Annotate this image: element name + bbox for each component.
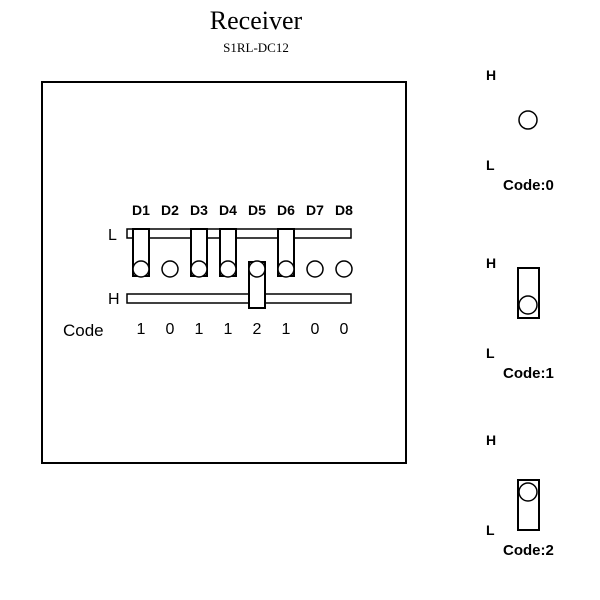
switch-label-d5: D5	[248, 202, 266, 218]
legend-knob	[518, 482, 538, 502]
legend-code-0: H L Code:0	[486, 67, 554, 194]
legend-caption: Code:2	[503, 542, 554, 559]
code-digit: 1	[195, 321, 204, 338]
code-digit: 1	[137, 321, 146, 338]
switch-d8	[335, 260, 353, 278]
switch-knob	[248, 260, 266, 278]
legend-low-label: L	[486, 157, 495, 173]
switch-d3	[190, 228, 208, 278]
diagram-title: Receiver	[210, 6, 303, 35]
diagram-subtitle: S1RL-DC12	[223, 40, 289, 55]
code-digits: 1 0 1 1 2 1 0 0	[137, 321, 349, 338]
switch-label-d1: D1	[132, 202, 150, 218]
switch-label-d7: D7	[306, 202, 324, 218]
legend-high-label: H	[486, 67, 496, 83]
switch-knob	[277, 260, 295, 278]
switch-knob	[219, 260, 237, 278]
row-low-label: L	[108, 227, 117, 244]
switch-label-d4: D4	[219, 202, 237, 218]
legend-low-label: L	[486, 345, 495, 361]
switch-d2	[161, 260, 179, 278]
switch-d7	[306, 260, 324, 278]
low-rail	[126, 228, 352, 239]
high-rail	[126, 293, 352, 304]
legend-caption: Code:0	[503, 177, 554, 194]
switch-label-d3: D3	[190, 202, 208, 218]
code-digit: 1	[282, 321, 291, 338]
code-digit: 2	[253, 321, 262, 338]
legend-knob	[518, 110, 538, 130]
legend-high-label: H	[486, 255, 496, 271]
switch-d5	[248, 260, 266, 309]
code-digit: 0	[340, 321, 349, 338]
receiver-box	[41, 81, 407, 464]
switch-label-d6: D6	[277, 202, 295, 218]
switch-knob	[306, 260, 324, 278]
row-high-label: H	[108, 291, 120, 308]
switch-labels: D1 D2 D3 D4 D5 D6 D7 D8	[132, 202, 353, 218]
switch-knob	[190, 260, 208, 278]
code-digit: 0	[311, 321, 320, 338]
switch-d4	[219, 228, 237, 278]
switch-label-d2: D2	[161, 202, 179, 218]
legend-code-1: H L Code:1	[486, 255, 554, 382]
code-digit: 0	[166, 321, 175, 338]
legend-code-2: H L Code:2	[486, 432, 554, 559]
switches	[132, 228, 353, 309]
switch-label-d8: D8	[335, 202, 353, 218]
code-label: Code	[63, 321, 104, 340]
legend-low-label: L	[486, 522, 495, 538]
legend-knob	[518, 295, 538, 315]
switch-d1	[132, 228, 150, 278]
switch-knob	[132, 260, 150, 278]
switch-knob	[335, 260, 353, 278]
legend-caption: Code:1	[503, 365, 554, 382]
code-digit: 1	[224, 321, 233, 338]
switch-knob	[161, 260, 179, 278]
switch-d6	[277, 228, 295, 278]
legend-high-label: H	[486, 432, 496, 448]
